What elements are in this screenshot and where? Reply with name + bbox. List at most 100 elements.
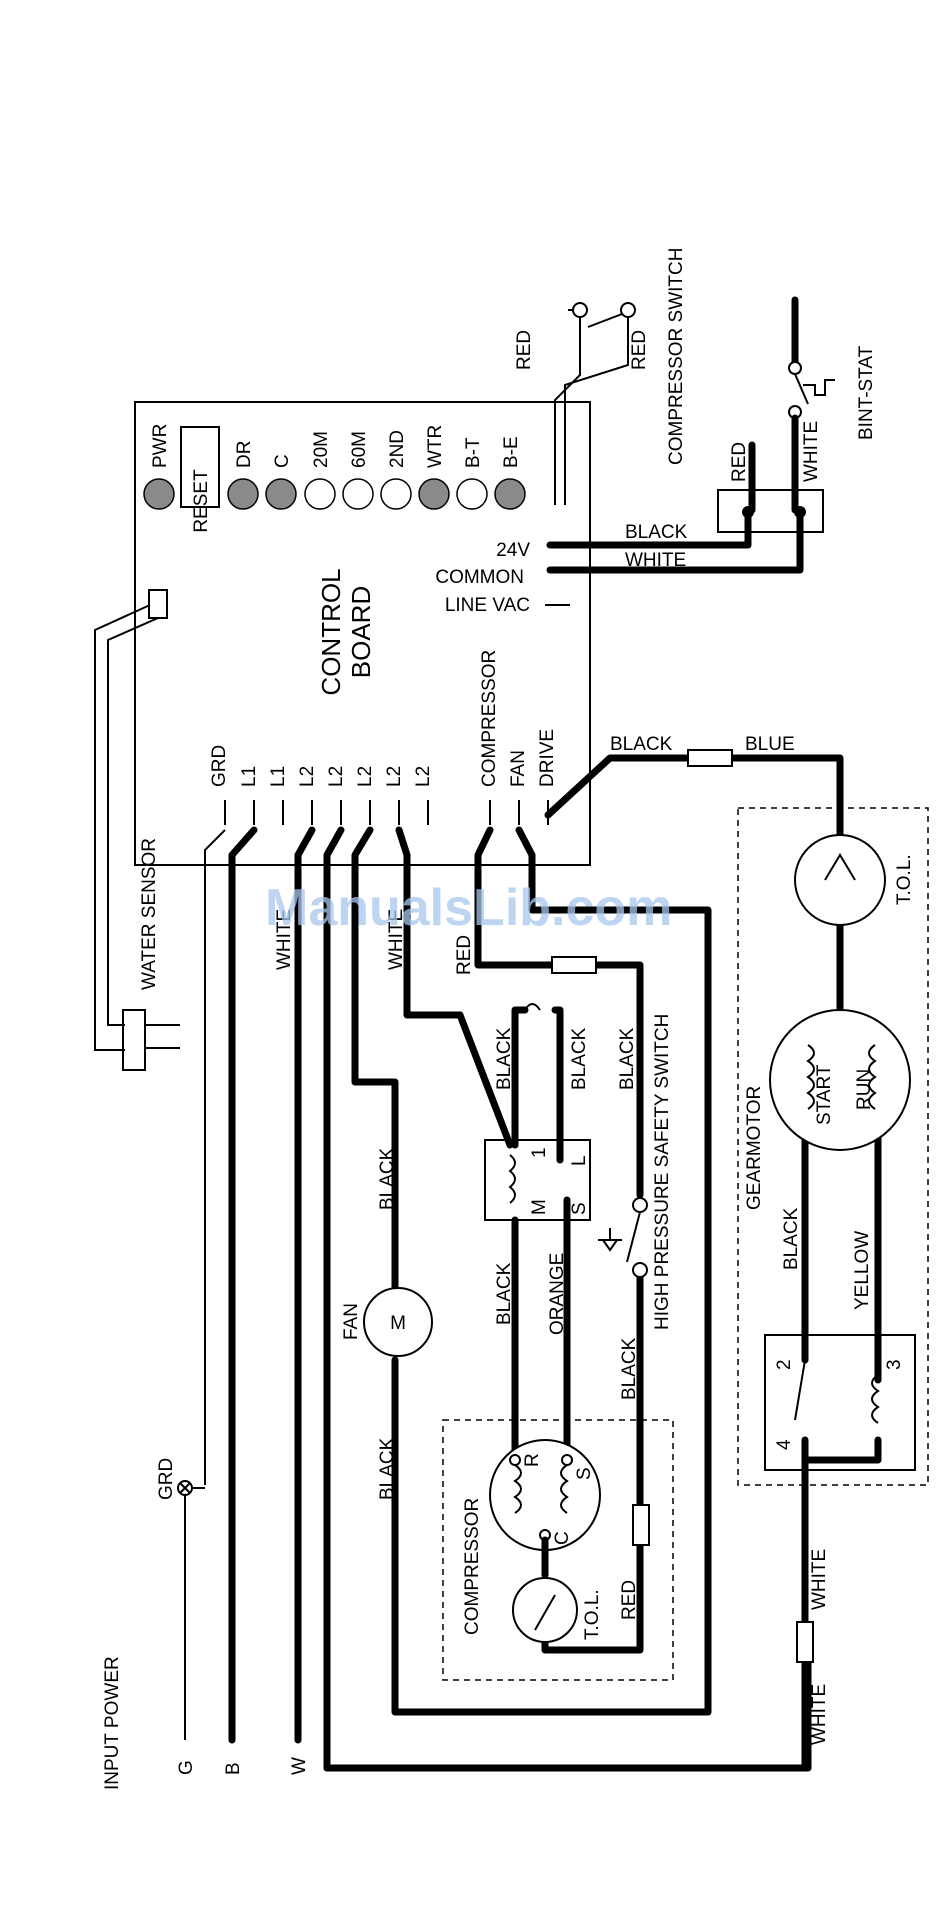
indicator-pwr (143, 478, 175, 510)
indicator-2nd (380, 478, 412, 510)
terminal-drive: DRIVE (537, 729, 558, 787)
indicator-60m (342, 478, 374, 510)
wire-label-black-relay-l: BLACK (569, 1027, 590, 1090)
water-sensor-label: WATER SENSOR (139, 838, 160, 990)
terminal-l2-d: L2 (384, 766, 405, 787)
gearmotor-cap-coil (871, 1374, 880, 1424)
water-sensor-probes (145, 1024, 180, 1049)
indicator-be (494, 478, 526, 510)
water-sensor-wire-1 (94, 604, 151, 1051)
water-sensor-body (122, 1009, 146, 1071)
control-board: CONTROL BOARD (134, 401, 591, 866)
compressor-s-label: S (574, 1467, 595, 1480)
wire-label-orange-relay-s: ORANGE (547, 1253, 568, 1335)
terminal-stubs (224, 800, 549, 825)
terminal-l2-a: L2 (297, 766, 318, 787)
wire-label-red-switch-left: RED (514, 330, 535, 370)
terminal-24v: 24V (496, 540, 530, 561)
wire-label-white-binstat: WHITE (801, 421, 822, 482)
gearmotor-tol-switch (824, 853, 856, 881)
gearmotor-circle (769, 1009, 911, 1151)
indicator-20m (304, 478, 336, 510)
indicator-label-c: C (272, 454, 293, 468)
bin-stat-lever (794, 373, 809, 405)
gearmotor-dashed-box (737, 807, 929, 1486)
gearmotor-cap-switch (794, 1359, 806, 1421)
compressor-winding-r (513, 1464, 522, 1514)
wire-label-red-tol: RED (619, 1580, 640, 1620)
hps-symbol (598, 1228, 622, 1252)
wire-drive (544, 754, 844, 854)
start-relay-1: 1 (529, 1147, 550, 1158)
input-power: GRD INPUT POWER G B W (102, 1458, 310, 1790)
watermark: ManualsLib.com (265, 879, 672, 937)
grd-ground-label: GRD (156, 1458, 177, 1500)
wire-l2-fan (351, 826, 399, 1304)
terminal-l2-e: L2 (413, 766, 434, 787)
wire-label-black-hps: BLACK (617, 1027, 638, 1090)
gearmotor-start-label: START (814, 1064, 835, 1125)
start-relay-l: L (569, 1155, 590, 1166)
compressor-r-label: R (522, 1453, 543, 1467)
start-relay: M 1 S L (484, 1003, 591, 1221)
hps-label: HIGH PRESSURE SAFETY SWITCH (652, 1014, 673, 1330)
wire-grd (204, 829, 226, 1485)
start-relay-box (484, 1139, 591, 1221)
side-terminals: 24V COMMON LINE VAC (435, 540, 570, 616)
gearmotor-cap-3: 3 (884, 1359, 905, 1370)
terminal-l1-b: L1 (268, 766, 289, 787)
wires (204, 754, 882, 1772)
indicator-label-60m: 60M (349, 431, 370, 468)
indicator-label-wtr: WTR (425, 425, 446, 468)
connector-gear-white (796, 1621, 814, 1663)
terminal-l1-a: L1 (239, 766, 260, 787)
switch-contact-2 (620, 302, 636, 318)
connector-tol (632, 1504, 650, 1546)
terminal-labels: GRD L1 L1 L2 L2 L2 L2 L2 COMPRESSOR FAN … (209, 650, 558, 825)
gearmotor-run-winding (868, 1044, 877, 1110)
compressor-switch-wire-right (564, 310, 629, 505)
gearmotor-run-label: RUN (854, 1069, 875, 1110)
bin-stat: BINT-STAT RED WHITE BLACK WHITE (546, 296, 877, 574)
wire-label-red-compressor: RED (454, 935, 475, 975)
high-pressure-switch: HIGH PRESSURE SAFETY SWITCH (598, 1014, 673, 1330)
wire-relay-l (551, 1006, 564, 1164)
wire-label-black-hps-bottom: BLACK (619, 1337, 640, 1400)
bin-stat-pin-2 (794, 506, 806, 518)
bin-stat-contact-top (788, 361, 802, 375)
fan-motor-circle (363, 1287, 433, 1357)
start-relay-s: S (569, 1202, 590, 1215)
gearmotor-start-winding (806, 1044, 815, 1110)
compressor-switch-wire-left (554, 309, 581, 505)
bin-stat-symbol (803, 379, 835, 396)
wire-label-black-fan: BLACK (377, 1147, 398, 1210)
terminal-l2-b: L2 (326, 766, 347, 787)
wire-label-black-fan-bottom: BLACK (377, 1437, 398, 1500)
indicator-wtr (418, 478, 450, 510)
wire-label-black-gear: BLACK (781, 1207, 802, 1270)
compressor-label: COMPRESSOR (462, 1498, 483, 1635)
compressor-switch: RED RED COMPRESSOR SWITCH (514, 248, 687, 505)
relay-hook (524, 1003, 541, 1011)
terminal-common: COMMON (435, 567, 524, 588)
terminal-l2-c: L2 (355, 766, 376, 787)
compressor-tol-label: T.O.L. (582, 1589, 603, 1640)
switch-contact-1 (572, 302, 588, 318)
compressor: R S C T.O.L. COMPRESSOR (442, 1419, 674, 1681)
terminal-fan: FAN (508, 750, 529, 787)
wire-label-black-relay-m: BLACK (494, 1262, 515, 1325)
terminal-grd: GRD (209, 745, 230, 787)
input-g-label: G (176, 1760, 197, 1775)
compressor-dashed-box (442, 1419, 674, 1681)
compressor-terminal-s (561, 1454, 573, 1466)
water-sensor-wire-2 (107, 617, 159, 1026)
indicator-label-bt: B-T (463, 437, 484, 468)
wire-l2-w (294, 826, 316, 1744)
bin-stat-pin-1 (742, 506, 754, 518)
bin-stat-label: BINT-STAT (856, 345, 877, 440)
wire-label-black-drive: BLACK (610, 734, 673, 755)
wire-label-white-gear-1: WHITE (809, 1549, 830, 1610)
wire-label-white-l1: WHITE (274, 909, 295, 970)
terminal-line-vac: LINE VAC (445, 595, 530, 616)
compressor-c-label: C (552, 1531, 573, 1545)
